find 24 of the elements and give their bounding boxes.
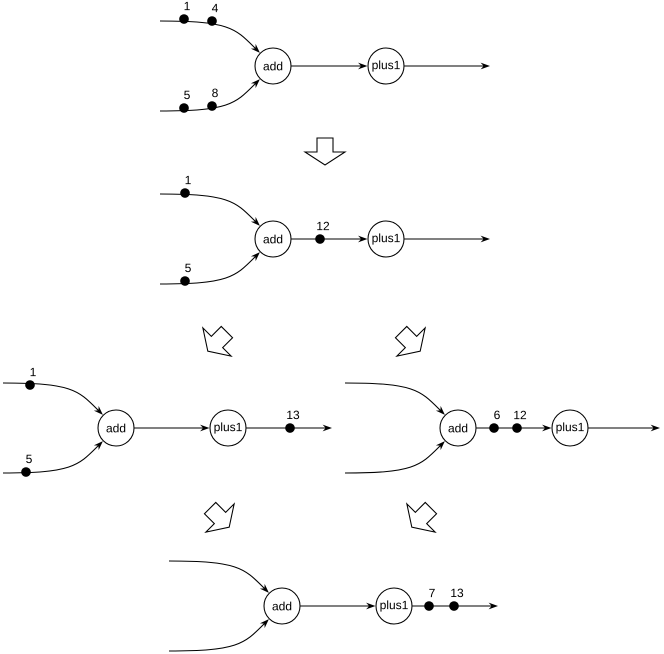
token-label: 13 — [451, 588, 464, 598]
token-label: 8 — [212, 88, 218, 98]
token-label: 12 — [514, 410, 526, 420]
circle-node: plus1 — [209, 409, 247, 447]
circle-node: add — [263, 587, 301, 625]
token-label: 5 — [185, 264, 191, 272]
token-label: 12 — [317, 222, 330, 230]
circle-node: plus1 — [367, 47, 405, 85]
token-label: 6 — [494, 410, 500, 420]
circle-node: add — [439, 409, 477, 447]
circle-node: add — [254, 47, 292, 85]
token-label: 5 — [184, 90, 190, 100]
circle-node: plus1 — [375, 587, 413, 625]
circle-node: add — [254, 220, 292, 258]
token-label: 1 — [30, 368, 36, 376]
token-label: 1 — [186, 176, 191, 184]
token-label: 7 — [429, 588, 435, 598]
circle-node: add — [97, 409, 135, 447]
token-label: 5 — [26, 454, 32, 464]
token-label: 13 — [287, 410, 300, 420]
token-label: 4 — [212, 4, 218, 12]
circle-node: plus1 — [367, 220, 405, 258]
token-label: 1 — [184, 2, 190, 10]
circle-node: plus1 — [551, 409, 589, 447]
